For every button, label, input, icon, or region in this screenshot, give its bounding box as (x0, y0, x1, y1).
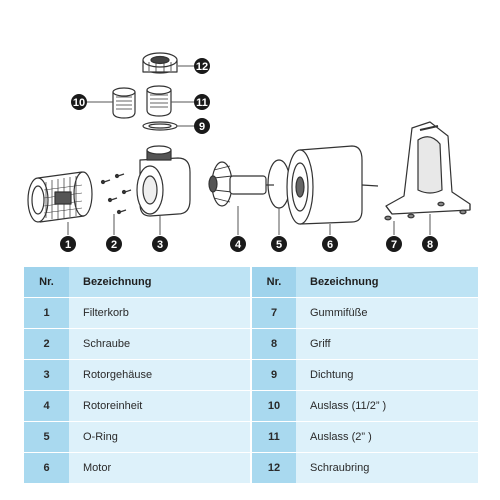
callout-1: 1 (60, 236, 76, 252)
callout-9: 9 (194, 118, 210, 134)
screws-part (100, 173, 132, 215)
motor-part (286, 145, 379, 225)
svg-text:2: 2 (111, 239, 117, 251)
header-nr-right: Nr. (250, 267, 296, 298)
callout-4: 4 (230, 236, 246, 252)
table-row: 4 Rotoreinheit 10 Auslass (11/2” ) (24, 390, 478, 422)
callout-11: 11 (194, 94, 210, 110)
svg-text:7: 7 (391, 239, 397, 251)
callout-8: 8 (422, 236, 438, 252)
svg-text:8: 8 (427, 239, 433, 251)
part-number: 9 (250, 359, 296, 391)
part-number: 4 (24, 390, 69, 422)
svg-text:5: 5 (276, 239, 282, 251)
svg-text:9: 9 (199, 121, 205, 133)
svg-text:1: 1 (65, 239, 71, 251)
header-name-left: Bezeichnung (69, 267, 251, 298)
callout-5: 5 (271, 236, 287, 252)
rubber-feet-part (384, 201, 467, 221)
part-number: 10 (250, 390, 296, 422)
leader-lines (67, 65, 431, 235)
part-name: Schraubring (296, 452, 478, 484)
part-number: 7 (250, 297, 296, 329)
part-number: 5 (24, 421, 69, 453)
table-row: 3 Rotorgehäuse 9 Dichtung (24, 359, 478, 391)
part-name: Rotorgehäuse (69, 359, 251, 391)
part-number: 2 (24, 328, 69, 360)
svg-text:12: 12 (196, 61, 208, 73)
header-name-right: Bezeichnung (296, 267, 478, 298)
callout-2: 2 (106, 236, 122, 252)
table-header-row: Nr. Bezeichnung Nr. Bezeichnung (24, 267, 478, 298)
rotor-housing-part (136, 145, 191, 217)
part-name: Rotoreinheit (69, 390, 251, 422)
gasket-part (142, 121, 178, 131)
svg-text:6: 6 (327, 239, 333, 251)
svg-text:4: 4 (235, 239, 242, 251)
pump-parts-drawing: 12 10 11 9 1 2 3 4 5 6 7 8 (27, 52, 471, 252)
exploded-pump-diagram: 12 10 11 9 1 2 3 4 5 6 7 8 (27, 52, 471, 252)
part-number: 3 (24, 359, 69, 391)
part-name: Dichtung (296, 359, 478, 391)
screw-ring-part (142, 52, 178, 74)
handle-part (385, 121, 471, 215)
part-number: 1 (24, 297, 69, 329)
part-name: Auslass (11/2” ) (296, 390, 478, 422)
filter-basket-part (27, 171, 93, 223)
callout-10: 10 (71, 94, 87, 110)
parts-table: Nr. Bezeichnung Nr. Bezeichnung 1 Filter… (24, 267, 478, 484)
table-row: 5 O-Ring 11 Auslass (2” ) (24, 421, 478, 453)
callout-6: 6 (322, 236, 338, 252)
callout-12: 12 (194, 58, 210, 74)
part-name: Auslass (2” ) (296, 421, 478, 453)
callout-3: 3 (152, 236, 168, 252)
svg-text:10: 10 (73, 97, 85, 109)
part-name: Griff (296, 328, 478, 360)
part-number: 12 (250, 452, 296, 484)
part-number: 8 (250, 328, 296, 360)
callout-7: 7 (386, 236, 402, 252)
table-row: 6 Motor 12 Schraubring (24, 452, 478, 484)
rotor-unit-part (208, 161, 274, 207)
part-name: Filterkorb (69, 297, 251, 329)
table-row: 2 Schraube 8 Griff (24, 328, 478, 360)
outlet-small-part (112, 87, 136, 119)
header-nr-left: Nr. (24, 267, 69, 298)
part-number: 6 (24, 452, 69, 484)
svg-text:11: 11 (196, 97, 208, 109)
part-number: 11 (250, 421, 296, 453)
outlet-large-part (146, 85, 172, 117)
part-name: O-Ring (69, 421, 251, 453)
part-name: Schraube (69, 328, 251, 360)
svg-text:3: 3 (157, 239, 163, 251)
table-row: 1 Filterkorb 7 Gummifüße (24, 297, 478, 329)
part-name: Motor (69, 452, 251, 484)
part-name: Gummifüße (296, 297, 478, 329)
